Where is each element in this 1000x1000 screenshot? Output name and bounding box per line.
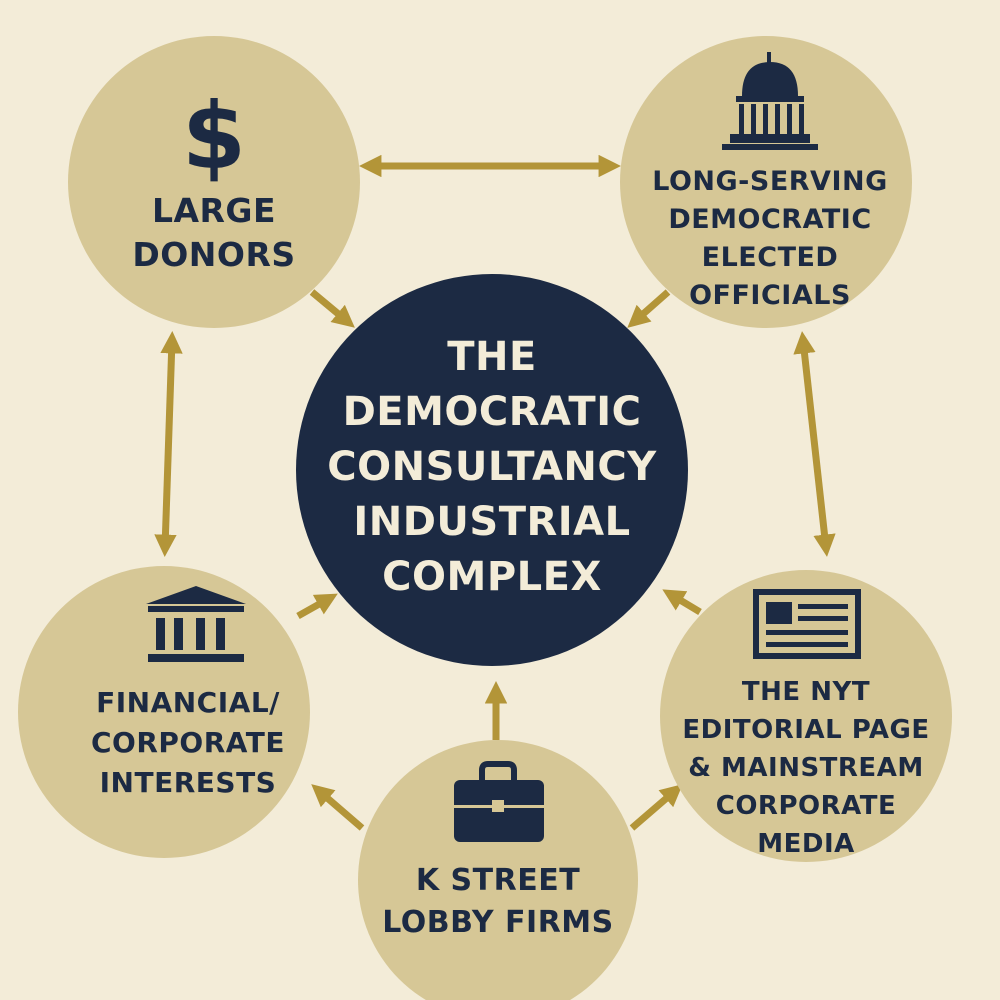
arrow-officials-to-center xyxy=(627,289,671,328)
center-line-1: THE xyxy=(447,334,537,380)
node-media-circle xyxy=(660,570,952,862)
arrow-media-to-center xyxy=(662,589,702,616)
center-line-3: CONSULTANCY xyxy=(327,444,657,490)
financial-label-line-3: INTERESTS xyxy=(100,766,277,799)
donors-label-line-1: LARGE xyxy=(152,191,276,230)
donors-label-line-2: DONORS xyxy=(132,235,295,274)
media-label-line-1: THE NYT xyxy=(742,677,870,707)
arrow-donors-to-center xyxy=(309,289,355,328)
kstreet-label-line-1: K STREET xyxy=(416,863,580,898)
arrow-financial-to-center xyxy=(296,593,338,620)
node-donors-circle xyxy=(68,36,360,328)
node-kstreet: K STREET LOBBY FIRMS xyxy=(382,761,614,940)
node-donors: $ LARGE DONORS xyxy=(132,83,295,274)
arrow-kstreet-media xyxy=(629,784,683,831)
media-label-line-3: & MAINSTREAM xyxy=(688,753,923,783)
node-media: THE NYT EDITORIAL PAGE & MAINSTREAM CORP… xyxy=(682,589,929,859)
arrow-donors-financial xyxy=(154,331,183,557)
center-circle xyxy=(296,274,688,666)
connectors xyxy=(154,154,836,831)
media-label-line-4: CORPORATE xyxy=(716,791,896,821)
kstreet-label-line-2: LOBBY FIRMS xyxy=(382,905,614,940)
briefcase-icon xyxy=(454,761,544,842)
media-label-line-2: EDITORIAL PAGE xyxy=(682,715,929,745)
node-officials: LONG-SERVING DEMOCRATIC ELECTED OFFICIAL… xyxy=(652,52,888,311)
node-officials-circle xyxy=(620,36,912,328)
officials-label-line-3: ELECTED xyxy=(702,242,839,273)
center-line-4: INDUSTRIAL xyxy=(353,499,630,545)
newspaper-icon xyxy=(753,589,861,659)
officials-label-line-1: LONG-SERVING xyxy=(652,166,888,197)
arrow-officials-media xyxy=(793,331,836,557)
media-label-line-5: MEDIA xyxy=(757,829,855,859)
node-financial: FINANCIAL/ CORPORATE INTERESTS xyxy=(91,586,285,799)
center-title: THE DEMOCRATIC CONSULTANCY INDUSTRIAL CO… xyxy=(327,334,657,600)
dollar-icon: $ xyxy=(182,83,246,190)
bank-icon xyxy=(146,586,246,662)
node-kstreet-circle xyxy=(358,740,638,1000)
center-line-2: DEMOCRATIC xyxy=(343,389,642,435)
node-financial-circle xyxy=(18,566,310,858)
officials-label-line-4: OFFICIALS xyxy=(689,280,851,311)
capitol-dome-icon xyxy=(722,52,818,150)
financial-label-line-1: FINANCIAL/ xyxy=(96,686,280,719)
arrow-kstreet-financial xyxy=(311,784,365,831)
financial-label-line-2: CORPORATE xyxy=(91,726,285,759)
officials-label-line-2: DEMOCRATIC xyxy=(668,204,871,235)
center-line-5: COMPLEX xyxy=(382,554,602,600)
